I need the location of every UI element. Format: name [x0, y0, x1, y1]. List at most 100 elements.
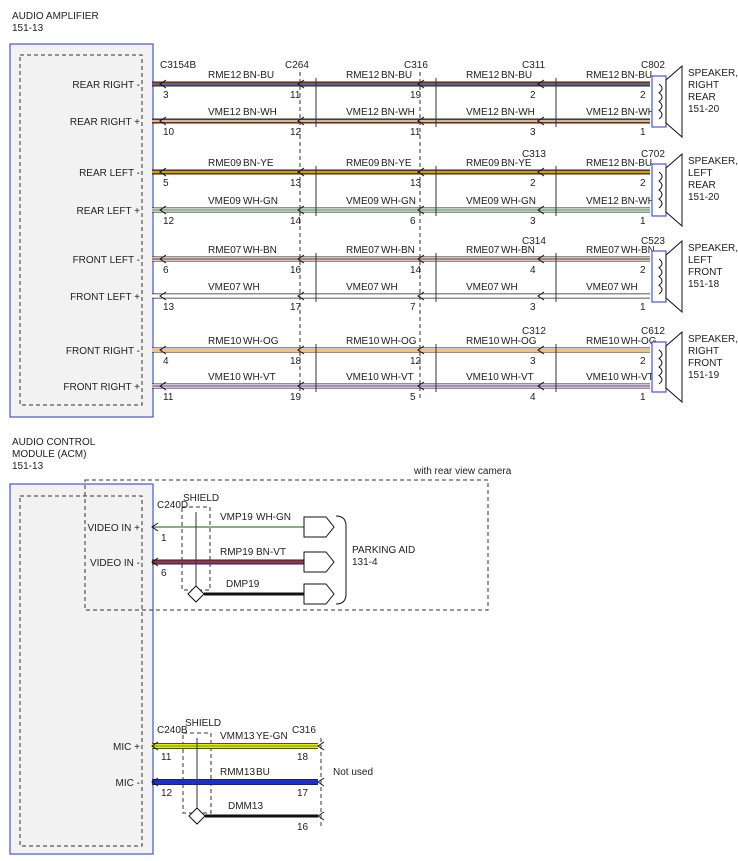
circuit-id: VME12	[208, 107, 241, 118]
connector-terminal	[159, 167, 167, 177]
pin-number: 18	[290, 356, 302, 367]
video-shield-label: SHIELD	[183, 493, 219, 504]
connector-terminal	[417, 79, 425, 89]
pin-number: 2	[640, 265, 646, 276]
pin-number: 12	[410, 356, 422, 367]
connector-terminal	[297, 345, 305, 355]
connector-terminal	[151, 777, 159, 787]
pin-number: 4	[530, 265, 536, 276]
amp-pin-label: REAR LEFT +	[77, 206, 141, 217]
speaker-label-line: FRONT	[688, 267, 722, 278]
acm-pin-label: VIDEO IN +	[87, 523, 140, 534]
connector-c523: C523	[641, 236, 665, 247]
amplifier-module	[9, 43, 154, 418]
speaker-label-line: SPEAKER,	[688, 68, 738, 79]
connector-terminal	[159, 116, 167, 126]
wire-color-code: BN-WH	[243, 107, 277, 118]
speaker-label-line: LEFT	[688, 255, 712, 266]
wire-color-code: BN-BU	[501, 70, 532, 81]
pin-number: 4	[530, 392, 536, 403]
circuit-id: VME12	[586, 107, 619, 118]
connector-terminal	[317, 777, 325, 787]
connector-c240d: C240D	[157, 500, 188, 511]
acm-pin-label: VIDEO IN -	[90, 558, 140, 569]
connector-terminal	[159, 79, 167, 89]
circuit-id: RME10	[586, 336, 620, 347]
circuit-id: VME07	[346, 282, 379, 293]
pin-number: 19	[290, 392, 302, 403]
wire-color-code: BN-WH	[621, 107, 655, 118]
speaker-label-line: REAR	[688, 92, 716, 103]
speaker-label-line: SPEAKER,	[688, 334, 738, 345]
video-drain: DMP19	[187, 512, 347, 605]
pin-number: 4	[163, 356, 169, 367]
parking-aid-label: PARKING AID	[352, 545, 415, 556]
circuit-id: RME10	[346, 336, 380, 347]
connector-terminal	[317, 811, 325, 821]
pin-number: 2	[530, 178, 536, 189]
circuit-id: RME12	[586, 70, 620, 81]
wire-color-code: WH-OG	[621, 336, 657, 347]
parking-aid-ref: 131-4	[352, 557, 378, 568]
acm-title-line2: MODULE (ACM)	[12, 449, 86, 460]
amp-pin-label: FRONT LEFT -	[73, 255, 140, 266]
connector-c3154b: C3154B	[160, 60, 196, 71]
circuit-id: VME10	[586, 372, 619, 383]
connector-terminal	[537, 254, 545, 264]
circuit-id: RME12	[208, 70, 242, 81]
connector-c316: C316	[404, 60, 428, 71]
acm-pin-label: MIC -	[116, 778, 140, 789]
pin-number: 13	[410, 178, 422, 189]
acm-module	[9, 483, 154, 855]
connector-c802: C802	[641, 60, 665, 71]
speaker-coil-icon	[658, 349, 663, 385]
speaker-label-line: LEFT	[688, 168, 712, 179]
connector-terminal	[297, 381, 305, 391]
circuit-id: VME12	[586, 196, 619, 207]
acm-title-line1: AUDIO CONTROL	[12, 437, 96, 448]
connector-terminal	[537, 167, 545, 177]
pin-number: 7	[410, 302, 416, 313]
shield-ground-icon	[187, 585, 205, 603]
wire-color-code: BN-VT	[256, 547, 286, 558]
wire-color-code: WH	[243, 282, 260, 293]
wire-color-code: BU	[256, 767, 270, 778]
circuit-id: RME07	[466, 245, 500, 256]
circuit-id: VMM13	[220, 731, 255, 742]
pin-number: 2	[640, 356, 646, 367]
speaker-cone-icon	[665, 330, 683, 404]
circuit-id: VME12	[466, 107, 499, 118]
speaker-coil-icon	[658, 83, 663, 120]
connector-terminal	[151, 557, 159, 567]
circuit-id: RME09	[346, 158, 380, 169]
pin-number: 13	[290, 178, 302, 189]
connector-terminal	[159, 381, 167, 391]
wire-color-code: WH-VT	[381, 372, 414, 383]
pin-number: 11	[290, 90, 301, 101]
drain-id: DMP19	[226, 579, 260, 590]
pin-number: 1	[640, 216, 646, 227]
not-used-label: Not used	[333, 767, 373, 778]
connector-c612: C612	[641, 326, 665, 337]
wire-color-code: WH-VT	[243, 372, 276, 383]
connector-terminal	[159, 205, 167, 215]
circuit-id: VME09	[346, 196, 379, 207]
circuit-id: VME10	[466, 372, 499, 383]
circuit-id: VME10	[346, 372, 379, 383]
pin-number: 2	[640, 90, 646, 101]
connector-terminal	[417, 291, 425, 301]
connector-terminal	[417, 116, 425, 126]
pin-number: 5	[163, 178, 169, 189]
speaker-cone-icon	[665, 152, 683, 228]
shield-ground-icon	[188, 807, 206, 825]
wire-color-code: WH-VT	[501, 372, 534, 383]
pin-number: 17	[290, 302, 302, 313]
connector-c314: C314	[522, 236, 546, 247]
